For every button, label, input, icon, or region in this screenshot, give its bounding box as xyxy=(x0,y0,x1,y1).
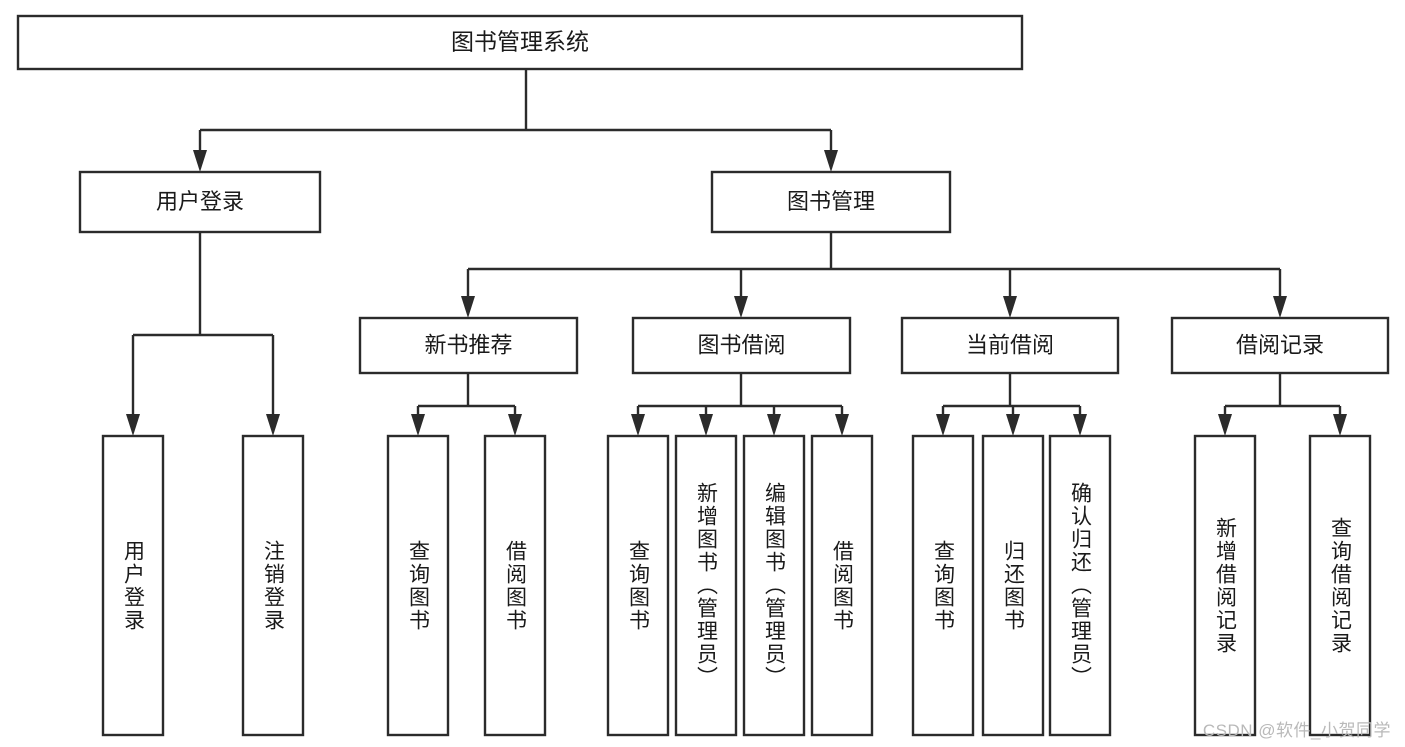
node-leaf-edit-book-admin-rect xyxy=(742,434,806,737)
node-leaf-borrow-book-1-rect xyxy=(483,434,547,737)
node-root-system[interactable]: 图书管理系统 xyxy=(16,14,1024,71)
node-leaf-return-book-rect xyxy=(981,434,1045,737)
connector-book-manage-children-arrow-3 xyxy=(1273,296,1287,318)
connector-root-to-level2-arrow-1 xyxy=(824,150,838,172)
node-book-manage-label: 图书管理 xyxy=(787,189,875,214)
node-leaf-query-book-2[interactable] xyxy=(606,434,670,737)
node-book-borrow-label: 图书借阅 xyxy=(697,332,785,357)
node-new-book-recommend-rect xyxy=(358,316,579,375)
node-book-manage[interactable]: 图书管理 xyxy=(710,170,952,234)
connector-current-borrow-children-arrow-0 xyxy=(936,414,950,436)
node-leaf-query-book-2-rect xyxy=(606,434,670,737)
connector-new-book-recommend-children-arrow-0 xyxy=(411,414,425,436)
node-leaf-query-book-3[interactable] xyxy=(911,434,975,737)
node-borrow-record-rect xyxy=(1170,316,1390,375)
node-leaf-confirm-return-admin[interactable] xyxy=(1048,434,1112,737)
node-leaf-query-borrow-record-rect xyxy=(1308,434,1372,737)
node-leaf-add-borrow-record-rect xyxy=(1193,434,1257,737)
node-leaf-edit-book-admin[interactable] xyxy=(742,434,806,737)
node-leaf-query-book-1-rect xyxy=(386,434,450,737)
connector-book-borrow-children-arrow-1 xyxy=(699,414,713,436)
connector-book-borrow-children-arrow-0 xyxy=(631,414,645,436)
watermark-text: CSDN @软件_小贺同学 xyxy=(1202,721,1391,740)
node-borrow-record-label: 借阅记录 xyxy=(1236,332,1324,357)
connector-book-manage-children-arrow-1 xyxy=(734,296,748,318)
node-leaf-confirm-return-admin-rect xyxy=(1048,434,1112,737)
connector-user-login-children-arrow-0 xyxy=(126,414,140,436)
node-leaf-add-book-admin[interactable] xyxy=(674,434,738,737)
connector-new-book-recommend-children-arrow-1 xyxy=(508,414,522,436)
node-user-login-rect xyxy=(78,170,322,234)
node-leaf-return-book[interactable] xyxy=(981,434,1045,737)
node-new-book-recommend-label: 新书推荐 xyxy=(424,332,512,357)
connector-book-borrow-children-arrow-2 xyxy=(767,414,781,436)
connector-book-manage-children-arrow-2 xyxy=(1003,296,1017,318)
connector-book-borrow-children-arrow-3 xyxy=(835,414,849,436)
connector-borrow-record-children-arrow-0 xyxy=(1218,414,1232,436)
node-leaf-borrow-book-2-rect xyxy=(810,434,874,737)
node-leaf-borrow-book-2[interactable] xyxy=(810,434,874,737)
node-leaf-add-book-admin-rect xyxy=(674,434,738,737)
node-current-borrow-rect xyxy=(900,316,1120,375)
connector-current-borrow-children-arrow-2 xyxy=(1073,414,1087,436)
node-root-system-label: 图书管理系统 xyxy=(451,29,589,55)
node-current-borrow[interactable]: 当前借阅 xyxy=(900,316,1120,375)
connector-user-login-children-arrow-1 xyxy=(266,414,280,436)
node-leaf-borrow-book-1[interactable] xyxy=(483,434,547,737)
connector-borrow-record-children-arrow-1 xyxy=(1333,414,1347,436)
node-leaf-query-borrow-record[interactable] xyxy=(1308,434,1372,737)
node-leaf-query-book-1[interactable] xyxy=(386,434,450,737)
node-book-manage-rect xyxy=(710,170,952,234)
connector-current-borrow-children-arrow-1 xyxy=(1006,414,1020,436)
connector-root-to-level2-arrow-0 xyxy=(193,150,207,172)
connector-book-manage-children-arrow-0 xyxy=(461,296,475,318)
node-new-book-recommend[interactable]: 新书推荐 xyxy=(358,316,579,375)
node-user-login-label: 用户登录 xyxy=(156,189,244,214)
node-book-borrow-rect xyxy=(631,316,852,375)
node-user-login[interactable]: 用户登录 xyxy=(78,170,322,234)
node-leaf-logout-login[interactable] xyxy=(241,434,305,737)
node-current-borrow-label: 当前借阅 xyxy=(966,332,1054,357)
node-leaf-user-login[interactable] xyxy=(101,434,165,737)
node-leaf-add-borrow-record[interactable] xyxy=(1193,434,1257,737)
node-borrow-record[interactable]: 借阅记录 xyxy=(1170,316,1390,375)
node-root-system-rect xyxy=(16,14,1024,71)
node-leaf-query-book-3-rect xyxy=(911,434,975,737)
node-leaf-user-login-rect xyxy=(101,434,165,737)
node-leaf-logout-login-rect xyxy=(241,434,305,737)
node-book-borrow[interactable]: 图书借阅 xyxy=(631,316,852,375)
